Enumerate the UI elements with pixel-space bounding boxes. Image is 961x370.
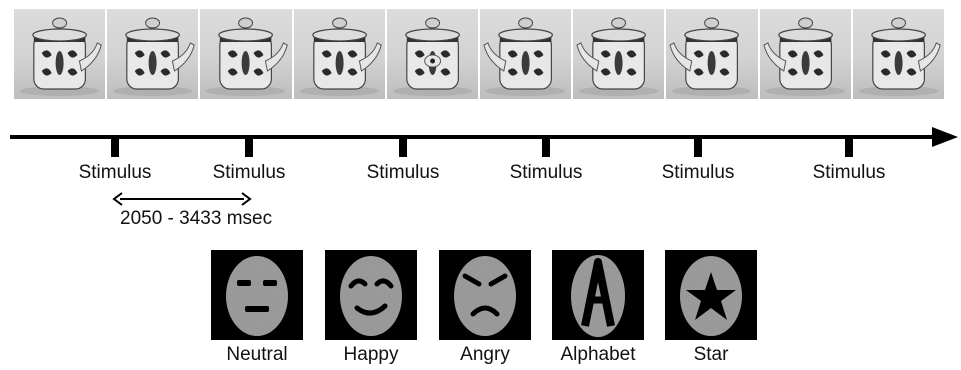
stimulus-label: Stimulus — [812, 162, 886, 183]
teapot-frame — [573, 9, 665, 99]
stimulus-label: Stimulus — [212, 162, 286, 183]
teapot-frame — [852, 9, 945, 99]
teapot-icon — [669, 17, 752, 96]
teapot-icon — [576, 17, 659, 96]
happy-face-icon — [325, 250, 417, 340]
stimulus-tick — [111, 139, 119, 157]
stimulus-tick — [694, 139, 702, 157]
stimulus-label: Stimulus — [509, 162, 583, 183]
stimulus-type-alphabet: Alphabet — [552, 250, 644, 365]
stimulus-type-label: Star — [693, 344, 729, 365]
angry-face-icon — [439, 250, 531, 340]
letter-a-icon — [552, 250, 644, 340]
interval-double-arrow — [112, 192, 252, 206]
neutral-face-icon — [211, 250, 303, 340]
teapot-frame — [293, 9, 385, 99]
stimulus-types: Neutral Happy Angry — [211, 250, 761, 370]
teapot-icon — [206, 17, 289, 96]
interval-label: 2050 - 3433 msec — [120, 208, 273, 229]
teapot-frame — [200, 9, 292, 99]
stimulus-type-label: Happy — [343, 344, 399, 365]
teapot-frame — [107, 9, 199, 99]
teapot-frame — [759, 9, 851, 99]
stimulus-type-label: Alphabet — [560, 344, 636, 365]
stimulus-tick — [542, 139, 550, 157]
stimulus-type-angry: Angry — [439, 250, 531, 365]
teapot-frame — [480, 9, 572, 99]
stimulus-tick — [245, 139, 253, 157]
stimulus-type-happy: Happy — [325, 250, 417, 365]
star-icon — [665, 250, 757, 340]
stimulus-type-label: Angry — [460, 344, 510, 365]
teapot-icon — [763, 17, 845, 96]
stimulus-tick — [845, 139, 853, 157]
timeline-axis — [10, 127, 958, 157]
teapot-frame — [386, 9, 479, 99]
stimulus-label: Stimulus — [366, 162, 440, 183]
teapot-image-strip — [14, 9, 945, 99]
teapot-icon — [858, 17, 941, 96]
teapot-frame — [14, 9, 106, 99]
stimulus-type-star: Star — [665, 250, 757, 365]
stimulus-label: Stimulus — [78, 162, 152, 183]
stimulus-label: Stimulus — [661, 162, 735, 183]
teapot-icon — [299, 17, 382, 96]
teapot-icon — [19, 17, 102, 96]
stimulus-type-neutral: Neutral — [211, 250, 303, 365]
stimulus-type-label: Neutral — [226, 344, 288, 365]
teapot-icon — [392, 17, 473, 96]
timeline-arrowhead — [932, 127, 958, 147]
teapot-icon — [483, 17, 566, 96]
stimulus-tick — [399, 139, 407, 157]
teapot-frame — [666, 9, 758, 99]
teapot-icon — [113, 17, 196, 96]
